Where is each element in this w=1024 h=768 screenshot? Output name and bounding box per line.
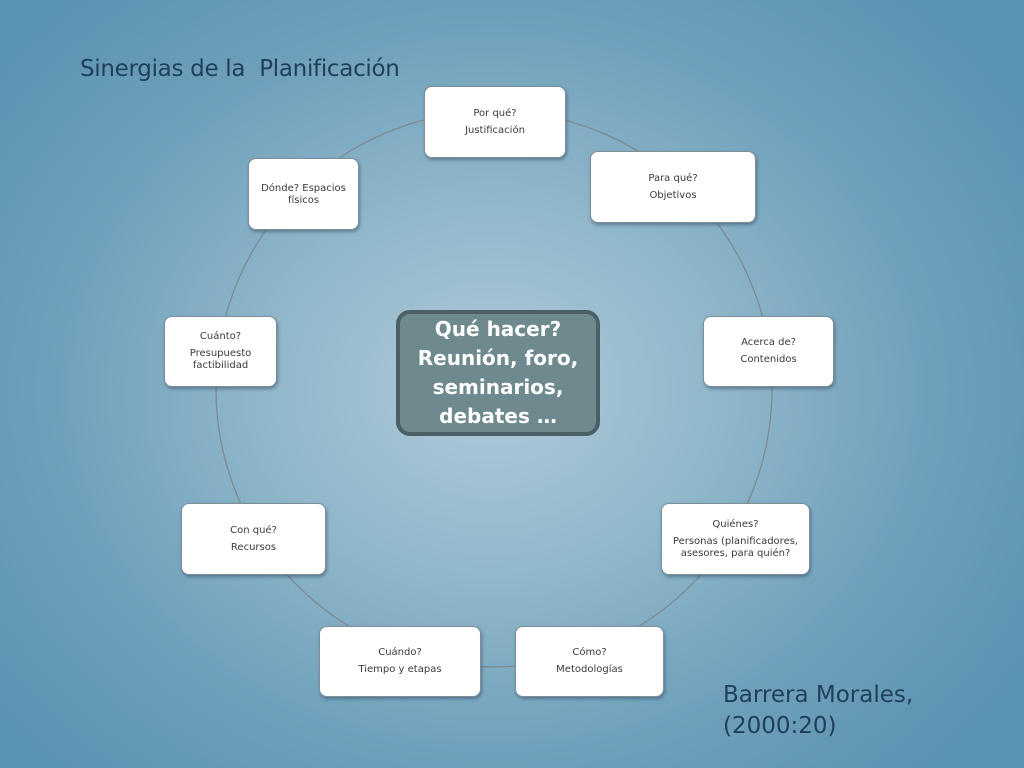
node-por-que: Por qué? Justificación (424, 86, 566, 158)
node-acerca-de: Acerca de? Contenidos (703, 316, 834, 387)
citation: Barrera Morales, (2000:20) (723, 680, 983, 742)
node-question: Para qué? (648, 172, 698, 184)
node-question: Cuánto? (199, 331, 242, 342)
node-answer: Personas (planificadores, asesores, para… (672, 535, 799, 559)
node-con-que: Con qué? Recursos (181, 503, 326, 575)
citation-line-2: (2000:20) (723, 713, 837, 739)
node-cuando: Cuándo? Tiempo y etapas (319, 626, 481, 697)
node-question: Cómo? (572, 647, 607, 658)
node-answer: Recursos (230, 541, 277, 553)
node-answer: Justificación (465, 124, 525, 136)
node-question: Acerca de? (741, 337, 796, 348)
node-question: Dónde? Espacios físicos (261, 183, 346, 206)
node-como: Cómo? Metodologías (515, 626, 664, 697)
node-cuanto: Cuánto? Presupuesto factibilidad (164, 316, 277, 387)
node-answer: Metodologías (556, 664, 623, 675)
node-question: Con qué? (230, 524, 277, 536)
node-answer: Contenidos (740, 354, 797, 365)
node-para-que: Para qué? Objetivos (590, 151, 756, 223)
node-answer: Tiempo y etapas (358, 664, 442, 675)
node-answer: Presupuesto factibilidad (189, 348, 252, 371)
node-quienes: Quiénes? Personas (planificadores, aseso… (661, 503, 810, 575)
citation-line-1: Barrera Morales, (723, 682, 914, 708)
node-question: Por qué? (473, 107, 517, 119)
node-answer: Objetivos (649, 189, 697, 201)
center-box: Qué hacer? Reunión, foro, seminarios, de… (396, 310, 600, 436)
node-question: Cuándo? (378, 647, 422, 658)
node-question: Quiénes? (712, 518, 759, 530)
node-donde: Dónde? Espacios físicos (248, 158, 359, 230)
slide-title: Sinergias de la Planificación (80, 56, 400, 82)
center-text: Qué hacer? Reunión, foro, seminarios, de… (417, 317, 579, 428)
